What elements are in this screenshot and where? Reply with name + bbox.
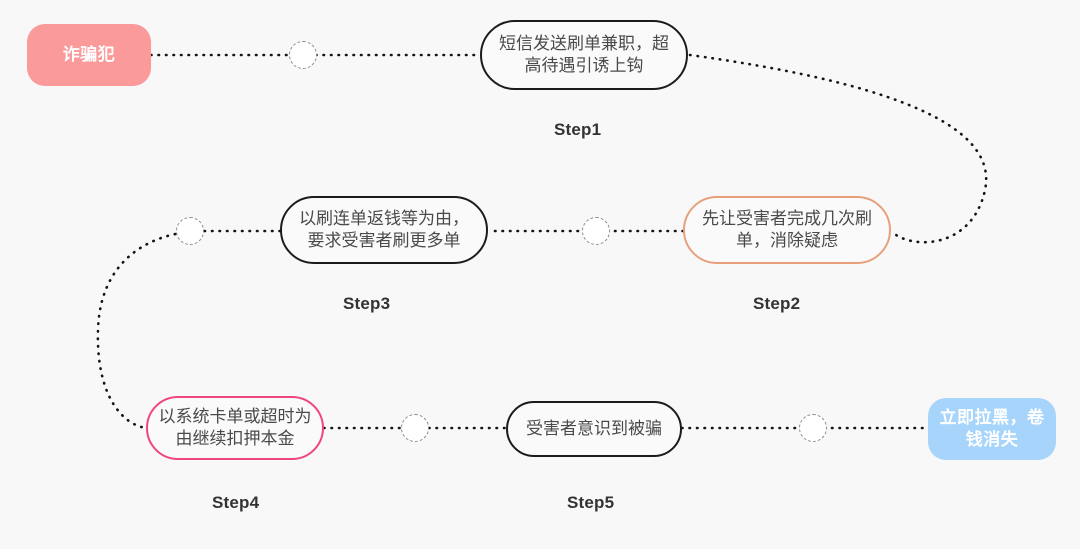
label-step3: Step3 bbox=[343, 294, 391, 313]
node-actor-label: 诈骗犯 bbox=[62, 44, 116, 64]
node-step4[interactable]: 以系统卡单或超时为 由继续扣押本金 bbox=[146, 396, 324, 460]
node-step3-label: 以刷连单返钱等为由， 要求受害者刷更多单 bbox=[299, 208, 469, 250]
node-outcome[interactable]: 立即拉黑，卷 钱消失 bbox=[928, 398, 1056, 460]
junction-4[interactable] bbox=[401, 414, 429, 442]
node-step4-label: 以系统卡单或超时为 由继续扣押本金 bbox=[158, 406, 312, 448]
node-step2-label: 先让受害者完成几次刷 单，消除疑虑 bbox=[702, 208, 872, 250]
node-step1[interactable]: 短信发送刷单兼职，超 高待遇引诱上钩 bbox=[480, 20, 688, 90]
node-step5-label: 受害者意识到被骗 bbox=[526, 418, 662, 438]
node-actor[interactable]: 诈骗犯 bbox=[27, 24, 151, 86]
node-step3[interactable]: 以刷连单返钱等为由， 要求受害者刷更多单 bbox=[280, 196, 488, 264]
junction-1[interactable] bbox=[289, 41, 317, 69]
junction-2[interactable] bbox=[582, 217, 610, 245]
node-step5[interactable]: 受害者意识到被骗 bbox=[506, 401, 682, 457]
label-step1: Step1 bbox=[554, 120, 602, 139]
label-step5: Step5 bbox=[567, 493, 615, 512]
node-outcome-label: 立即拉黑，卷 钱消失 bbox=[939, 407, 1045, 449]
node-step2[interactable]: 先让受害者完成几次刷 单，消除疑虑 bbox=[683, 196, 891, 264]
label-step2: Step2 bbox=[753, 294, 801, 313]
label-step4: Step4 bbox=[212, 493, 260, 512]
junction-3[interactable] bbox=[176, 217, 204, 245]
junction-5[interactable] bbox=[799, 414, 827, 442]
node-step1-label: 短信发送刷单兼职，超 高待遇引诱上钩 bbox=[499, 33, 669, 75]
